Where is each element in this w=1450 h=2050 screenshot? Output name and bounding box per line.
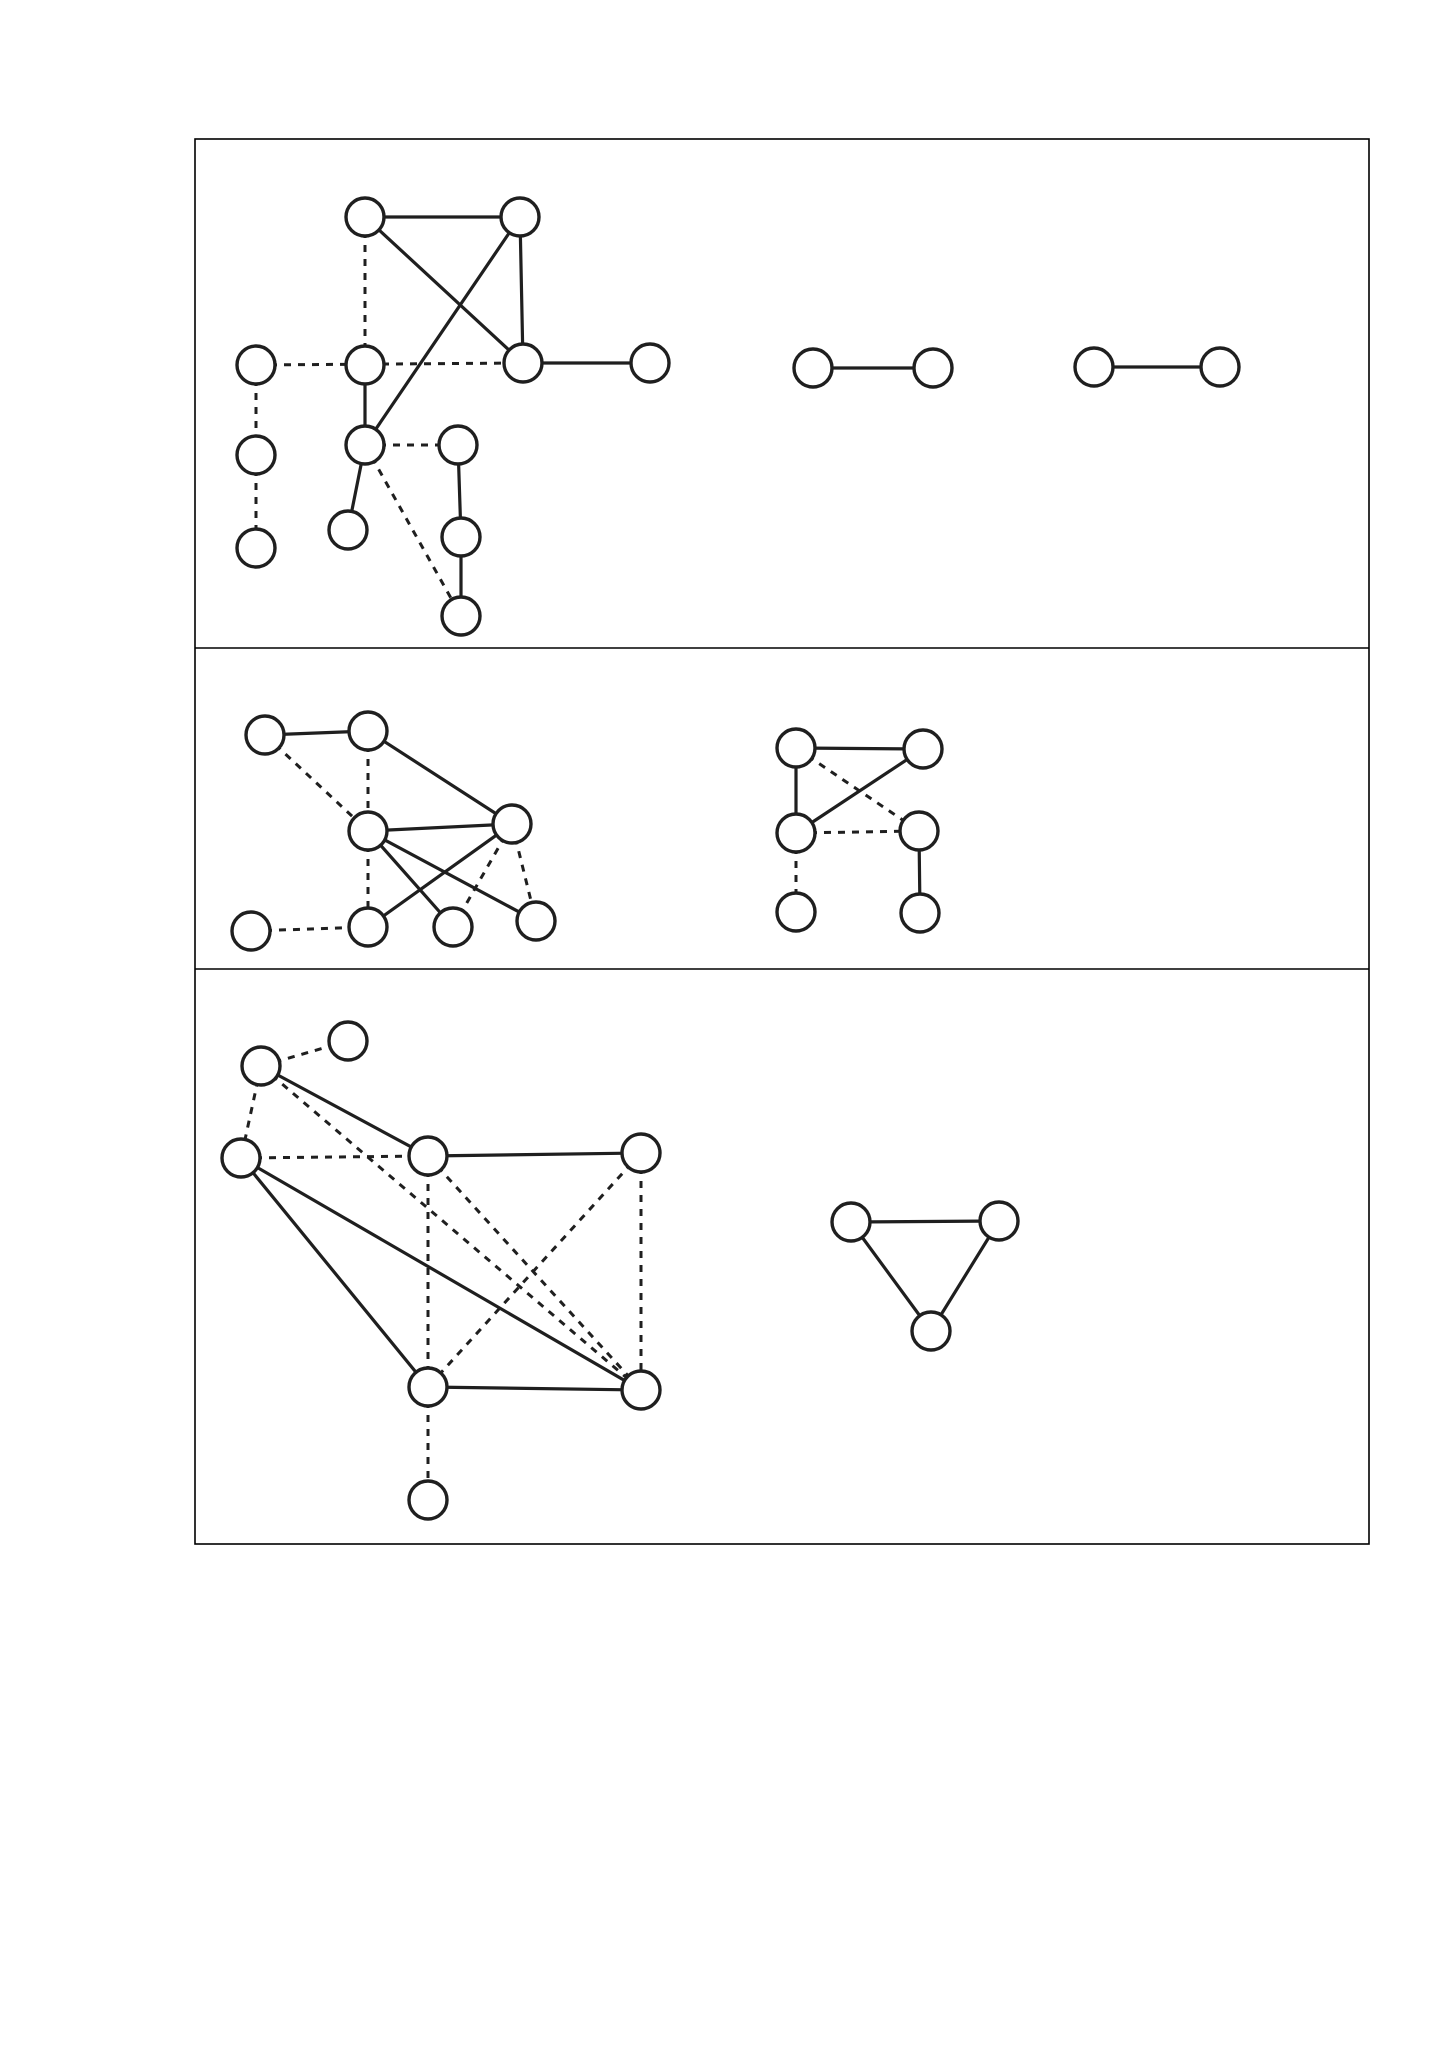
node-p2-g2-c [775, 812, 817, 854]
edge-p3-g1-c-g-solid [239, 1156, 643, 1392]
edge-p1-g1-c-e-dashed [255, 361, 524, 367]
edge-p3-g1-f-g-solid [426, 1385, 643, 1392]
edge-p2-g2-a-b-solid [794, 746, 925, 751]
node-p3-g1-d [407, 1135, 449, 1177]
node-p1-g1-i [235, 434, 277, 476]
node-p2-g2-a [775, 727, 817, 769]
node-p1-g1-k [440, 516, 482, 558]
node-p3-g1-e [620, 1132, 662, 1174]
node-p1-g1-j [327, 509, 369, 551]
edge-p2-g1-c-d-solid [366, 822, 514, 833]
node-p3-g1-c [220, 1137, 262, 1179]
edge-p3-g2-b-c-solid [929, 1219, 1001, 1333]
node-p1-g1-f [629, 342, 671, 384]
edges-layer [239, 215, 1222, 1500]
edge-p3-g1-a-g-dashed [260, 1064, 642, 1392]
edge-p2-g1-a-c-dashed [263, 733, 370, 833]
node-p2-g1-d [491, 803, 533, 845]
edge-p2-g1-d-f-solid [366, 822, 514, 929]
edge-p2-g2-a-d-dashed [795, 746, 920, 833]
node-p1-g2-b [912, 347, 954, 389]
node-p2-g2-e [775, 891, 817, 933]
node-p1-g1-g [344, 424, 386, 466]
edge-p3-g1-c-f-solid [239, 1156, 430, 1389]
edge-p3-g1-a-d-solid [259, 1064, 430, 1158]
node-p1-g1-l [235, 527, 277, 569]
node-p1-g1-h [437, 424, 479, 466]
edge-p3-g1-d-g-dashed [426, 1154, 643, 1392]
edge-p1-g1-b-g-solid [363, 215, 522, 447]
edge-p2-g1-b-d-solid [366, 729, 514, 826]
node-p2-g1-g [432, 906, 474, 948]
node-p1-g2-a [792, 347, 834, 389]
node-p1-g3-a [1073, 346, 1115, 388]
outer-frame [194, 138, 1370, 1545]
node-p2-g2-b [902, 728, 944, 770]
edge-p3-g1-d-e-solid [426, 1151, 643, 1158]
node-p3-g1-b [327, 1020, 369, 1062]
edge-p1-g1-b-e-solid [518, 215, 525, 365]
node-p2-g1-f [347, 906, 389, 948]
nodes-layer [220, 196, 1241, 1521]
edge-p3-g2-a-c-solid [849, 1220, 933, 1333]
node-p2-g2-d [898, 810, 940, 852]
edge-p2-g1-c-g-solid [366, 829, 455, 929]
edge-p1-g1-g-m-dashed [363, 444, 463, 617]
node-p2-g1-e [230, 910, 272, 952]
node-p3-g1-g [620, 1369, 662, 1411]
node-p3-g2-a [830, 1201, 872, 1243]
node-p3-g1-f [407, 1366, 449, 1408]
node-p2-g1-h [515, 900, 557, 942]
node-p1-g1-a [344, 196, 386, 238]
node-p2-g1-c [347, 810, 389, 852]
node-p1-g1-d [344, 344, 386, 386]
edge-p3-g1-e-f-dashed [426, 1151, 643, 1389]
node-p1-g1-b [499, 196, 541, 238]
node-p1-g1-e [502, 342, 544, 384]
node-p1-g1-m [440, 595, 482, 637]
node-p2-g1-a [244, 714, 286, 756]
edge-p2-g1-c-h-solid [366, 829, 538, 923]
node-p3-g2-b [978, 1200, 1020, 1242]
node-p3-g1-h [407, 1479, 449, 1521]
node-p3-g2-c [910, 1310, 952, 1352]
edge-p3-g1-c-d-dashed [240, 1154, 429, 1160]
node-p3-g1-a [240, 1045, 282, 1087]
node-p2-g2-f [899, 892, 941, 934]
node-p2-g1-b [347, 710, 389, 752]
node-p1-g3-b [1199, 346, 1241, 388]
node-p1-g1-c [235, 344, 277, 386]
edge-p3-g2-a-b-solid [849, 1219, 1001, 1224]
edge-p1-g1-a-e-solid [363, 215, 525, 365]
